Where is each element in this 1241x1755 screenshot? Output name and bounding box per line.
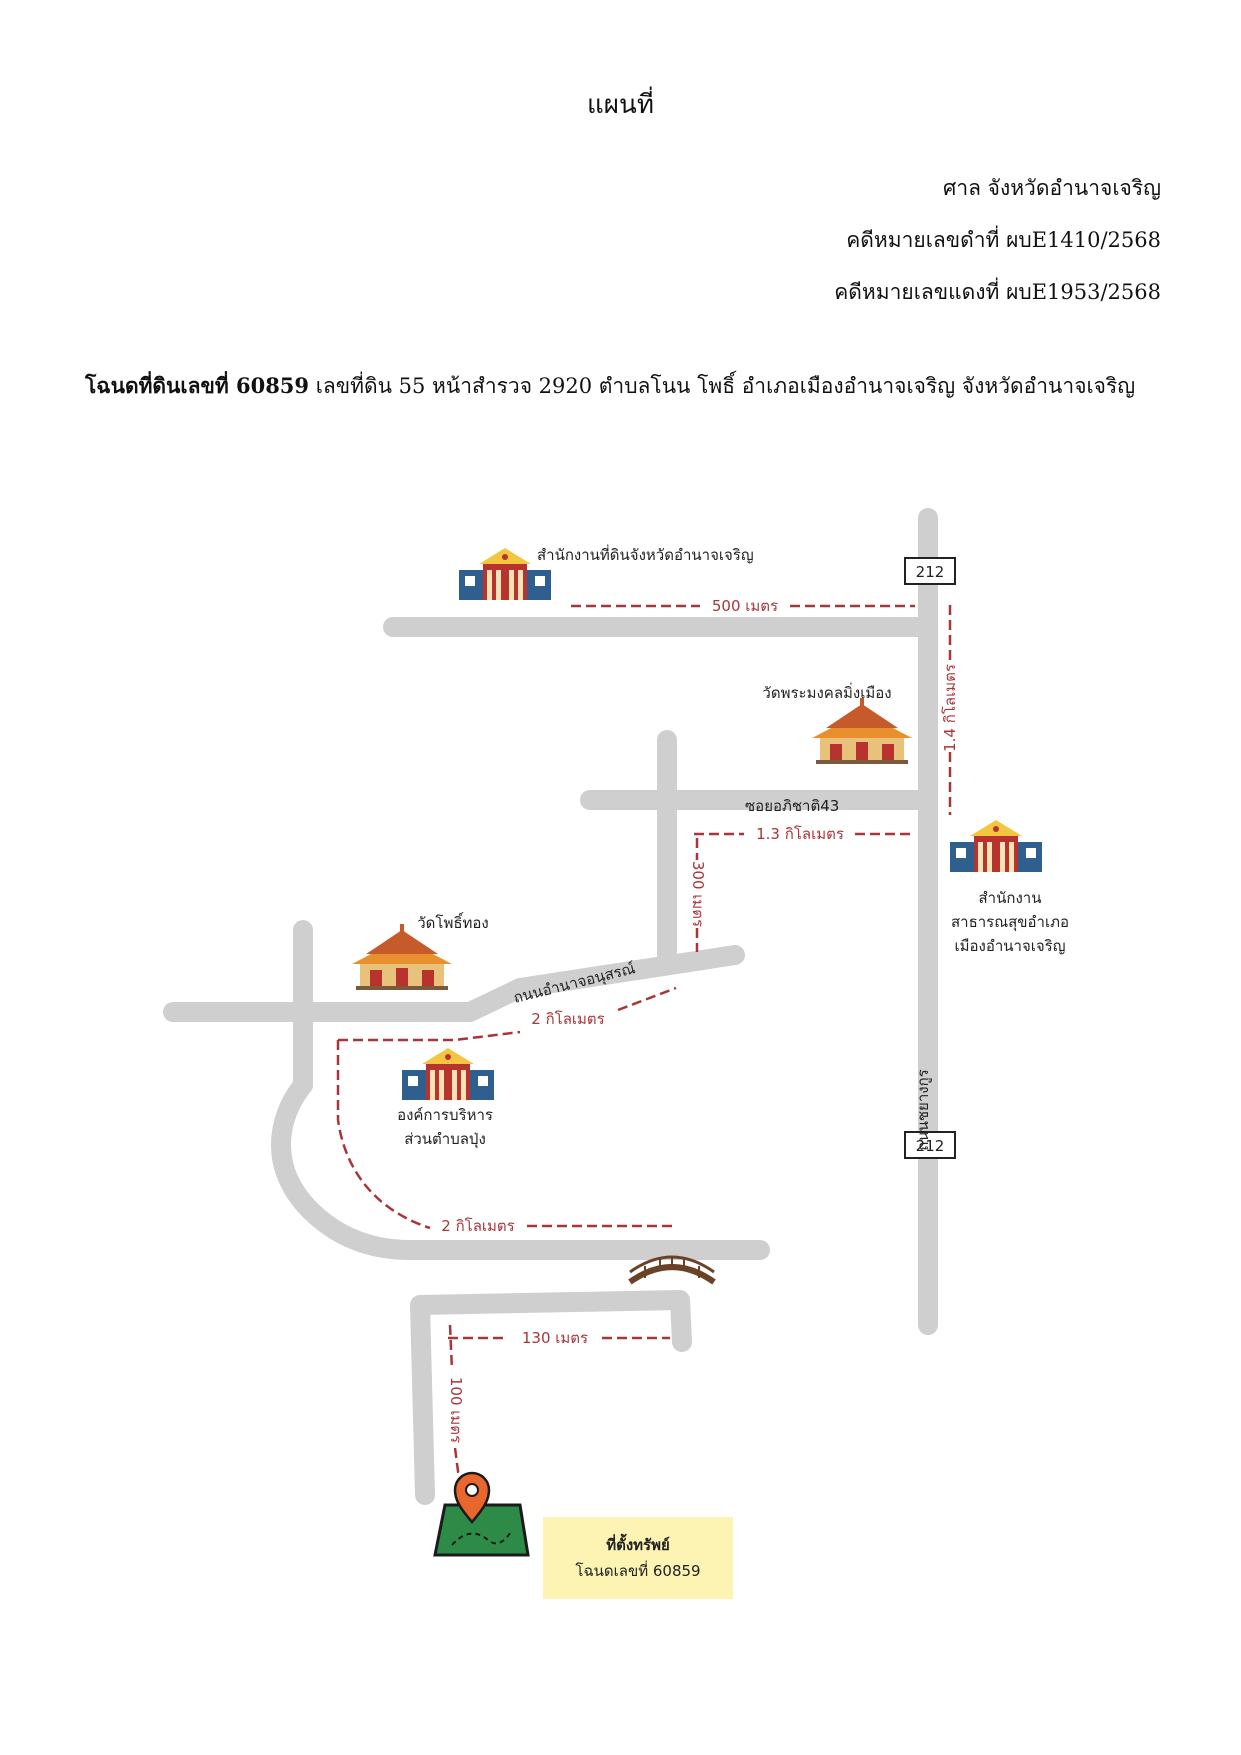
distance-2km-upper: 2 กิโลเมตร — [531, 1010, 604, 1028]
sao-label-2: ส่วนตำบลปุ่ง — [404, 1130, 486, 1149]
svg-text:212: 212 — [916, 1137, 945, 1155]
wat-pho-thong-icon — [352, 924, 452, 990]
court-name: ศาล จังหวัดอำนาจเจริญ — [942, 176, 1161, 200]
property-label-box: ที่ตั้งทรัพย์ โฉนดเลขที่ 60859 — [543, 1517, 733, 1599]
distance-130m: 130 เมตร — [522, 1329, 588, 1347]
deed-location: เลขที่ดิน 55 หน้าสำรวจ 2920 ตำบลโนน โพธิ… — [309, 374, 1136, 398]
wat-phra-mongkhon-icon — [812, 698, 912, 764]
highway-shield-bottom: 212 — [904, 1131, 956, 1159]
highway-shield-top: 212 — [904, 557, 956, 585]
page-title: แผนที่ — [587, 90, 654, 120]
road-network — [163, 508, 938, 1505]
health-office-icon — [950, 820, 1042, 872]
deed-description: โฉนดที่ดินเลขที่ 60859 เลขที่ดิน 55 หน้า… — [85, 370, 1135, 403]
red-case-number: คดีหมายเลขแดงที่ ผบE1953/2568 — [834, 280, 1161, 304]
bridge-icon — [628, 1255, 716, 1285]
soi-label: ซอยอภิชาติ43 — [745, 797, 839, 815]
distance-lines — [336, 604, 952, 1503]
distance-2km-lower: 2 กิโลเมตร — [441, 1217, 514, 1235]
distance-1-3km: 1.3 กิโลเมตร — [756, 825, 844, 843]
curved-road — [271, 1075, 770, 1260]
highway-name-label: ถนนชยางกูร — [914, 1069, 932, 1150]
wat-pho-thong-label: วัดโพธิ์ทอง — [417, 912, 488, 932]
health-office-label-3: เมืองอำนาจเจริญ — [955, 937, 1066, 955]
svg-text:212: 212 — [916, 563, 945, 581]
deed-number: โฉนดที่ดินเลขที่ 60859 — [85, 373, 310, 398]
distance-500m: 500 เมตร — [712, 597, 778, 615]
amnat-anusorn-road — [163, 945, 745, 1022]
sao-building-icon — [402, 1048, 494, 1100]
health-office-label-1: สำนักงาน — [979, 889, 1042, 907]
wat-phra-mongkhon-label: วัดพระมงคลมิ่งเมือง — [762, 682, 891, 702]
distance-100m: 100 เมตร — [447, 1377, 465, 1443]
access-road — [410, 1290, 692, 1505]
property-deed-number: โฉนดเลขที่ 60859 — [575, 1560, 700, 1580]
sao-label-1: องค์การบริหาร — [397, 1106, 493, 1124]
distance-300m: 300 เมตร — [689, 861, 707, 927]
land-office-label: สำนักงานที่ดินจังหวัดอำนาจเจริญ — [537, 544, 754, 564]
property-title: ที่ตั้งทรัพย์ — [606, 1533, 670, 1554]
health-office-label-2: สาธารณสุขอำเภอ — [951, 913, 1069, 932]
distance-1-4km: 1.4 กิโลเมตร — [941, 664, 959, 752]
property-map-pin-icon — [433, 1471, 530, 1557]
black-case-number: คดีหมายเลขดำที่ ผบE1410/2568 — [846, 228, 1161, 252]
case-info-block: ศาล จังหวัดอำนาจเจริญ คดีหมายเลขดำที่ ผบ… — [834, 162, 1161, 318]
